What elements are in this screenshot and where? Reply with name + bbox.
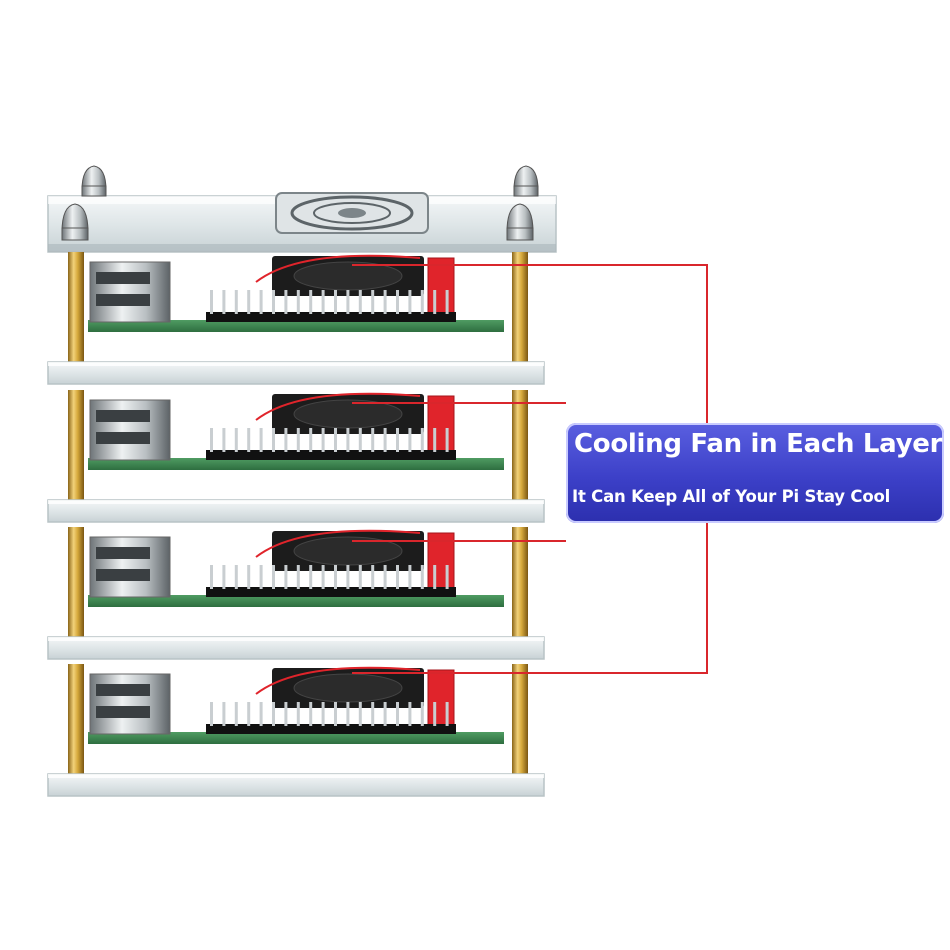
brass-standoff [68, 390, 84, 510]
acorn-nut-icon [81, 165, 107, 197]
acorn-nut-icon [61, 203, 89, 241]
cooling-fan-icon [255, 666, 455, 729]
layer-1 [47, 252, 545, 385]
brass-standoff [512, 664, 528, 784]
gpio-header-icon [206, 428, 456, 460]
pcb-board [88, 458, 504, 470]
acorn-nut-icon [506, 203, 534, 241]
brass-standoff [512, 527, 528, 647]
brass-standoff [68, 527, 84, 647]
gpio-header-icon [206, 702, 456, 734]
gpio-header-icon [206, 290, 456, 322]
layer-2 [47, 390, 545, 523]
usb-port-icon [89, 673, 171, 735]
pcb-board [88, 595, 504, 607]
callout-subline: It Can Keep All of Your Pi Stay Cool [572, 487, 891, 506]
brass-standoff [68, 664, 84, 784]
pointer-lines [352, 264, 708, 674]
usb-port-icon [89, 261, 171, 323]
layer-3 [47, 527, 545, 660]
layer-4 [47, 664, 545, 797]
acorn-nut-icon [513, 165, 539, 197]
cooling-fan-icon [255, 254, 455, 317]
usb-port-icon [89, 399, 171, 461]
brass-standoff [512, 252, 528, 372]
usb-port-icon [89, 536, 171, 598]
feature-callout: Cooling Fan in Each Layer It Can Keep Al… [566, 423, 944, 523]
pcb-board [88, 320, 504, 332]
gpio-header-icon [206, 565, 456, 597]
brass-standoff [68, 252, 84, 372]
cooling-fan-icon [275, 192, 429, 234]
pcb-board [88, 732, 504, 744]
brass-standoff [512, 390, 528, 510]
callout-headline: Cooling Fan in Each Layer [574, 429, 943, 459]
